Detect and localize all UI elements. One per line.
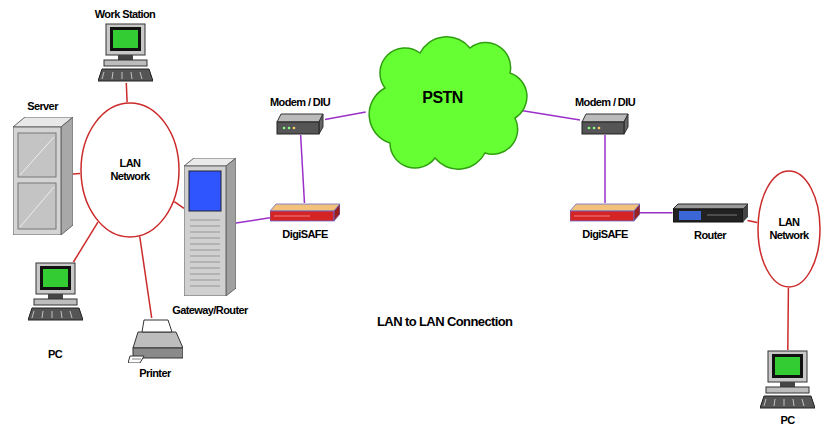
monitor-node: PC <box>20 262 90 361</box>
digisafe-node: DigiSAFE <box>265 203 345 241</box>
modem-node: Modem / DIU <box>560 96 650 135</box>
monitor-node: PC <box>755 350 820 427</box>
network-ellipse: LAN Network <box>80 102 180 238</box>
server-icon <box>13 117 73 235</box>
node-label: PSTN <box>403 89 483 107</box>
digisafe-node: DigiSAFE <box>565 203 645 241</box>
connector-line <box>301 135 305 203</box>
connector-line <box>787 288 789 350</box>
router-node: Router <box>670 203 750 242</box>
node-label: DigiSAFE <box>282 228 327 241</box>
connector-line <box>520 110 580 120</box>
node-label: Modem / DIU <box>575 96 635 109</box>
node-label: LAN Network <box>102 157 158 183</box>
node-label: Gateway/Router <box>172 304 247 317</box>
node-label: Modem / DIU <box>270 96 330 109</box>
connector-line <box>640 212 673 213</box>
node-label: Router <box>694 229 726 242</box>
connector-line <box>140 237 152 318</box>
network-ellipse: LAN Network <box>757 170 821 288</box>
network-cloud: PSTN <box>355 28 530 168</box>
node-label: Work Station <box>95 8 155 21</box>
monitor-icon <box>98 23 153 83</box>
digisafe-icon <box>570 203 640 222</box>
diagram-title: LAN to LAN Connection <box>377 314 512 329</box>
node-label: PC <box>780 414 794 427</box>
node-label: PC <box>48 348 62 361</box>
gateway-node: Gateway/Router <box>165 158 255 317</box>
connector-line <box>126 83 128 102</box>
node-label: DigiSAFE <box>582 228 627 241</box>
connector-line <box>748 221 758 223</box>
printer-node: Printer <box>120 318 190 380</box>
node-label: Printer <box>139 367 170 380</box>
connector-line <box>73 173 81 175</box>
modem-icon <box>275 113 325 135</box>
gateway-icon <box>184 158 236 296</box>
monitor-icon <box>28 262 83 322</box>
connector-line <box>605 135 606 203</box>
monitor-node: Work Station <box>85 8 165 83</box>
router-icon <box>673 203 748 223</box>
node-label: LAN Network <box>764 216 814 242</box>
modem-icon <box>580 113 630 135</box>
node-label: Server <box>27 100 58 113</box>
monitor-icon <box>760 350 815 410</box>
digisafe-icon <box>270 203 340 222</box>
connector-line <box>236 218 270 223</box>
connector-line <box>174 202 184 209</box>
server-node: Server <box>5 100 80 235</box>
connector-line <box>73 222 97 262</box>
printer-icon <box>128 318 183 363</box>
modem-node: Modem / DIU <box>255 96 345 135</box>
connector-line <box>325 112 366 119</box>
